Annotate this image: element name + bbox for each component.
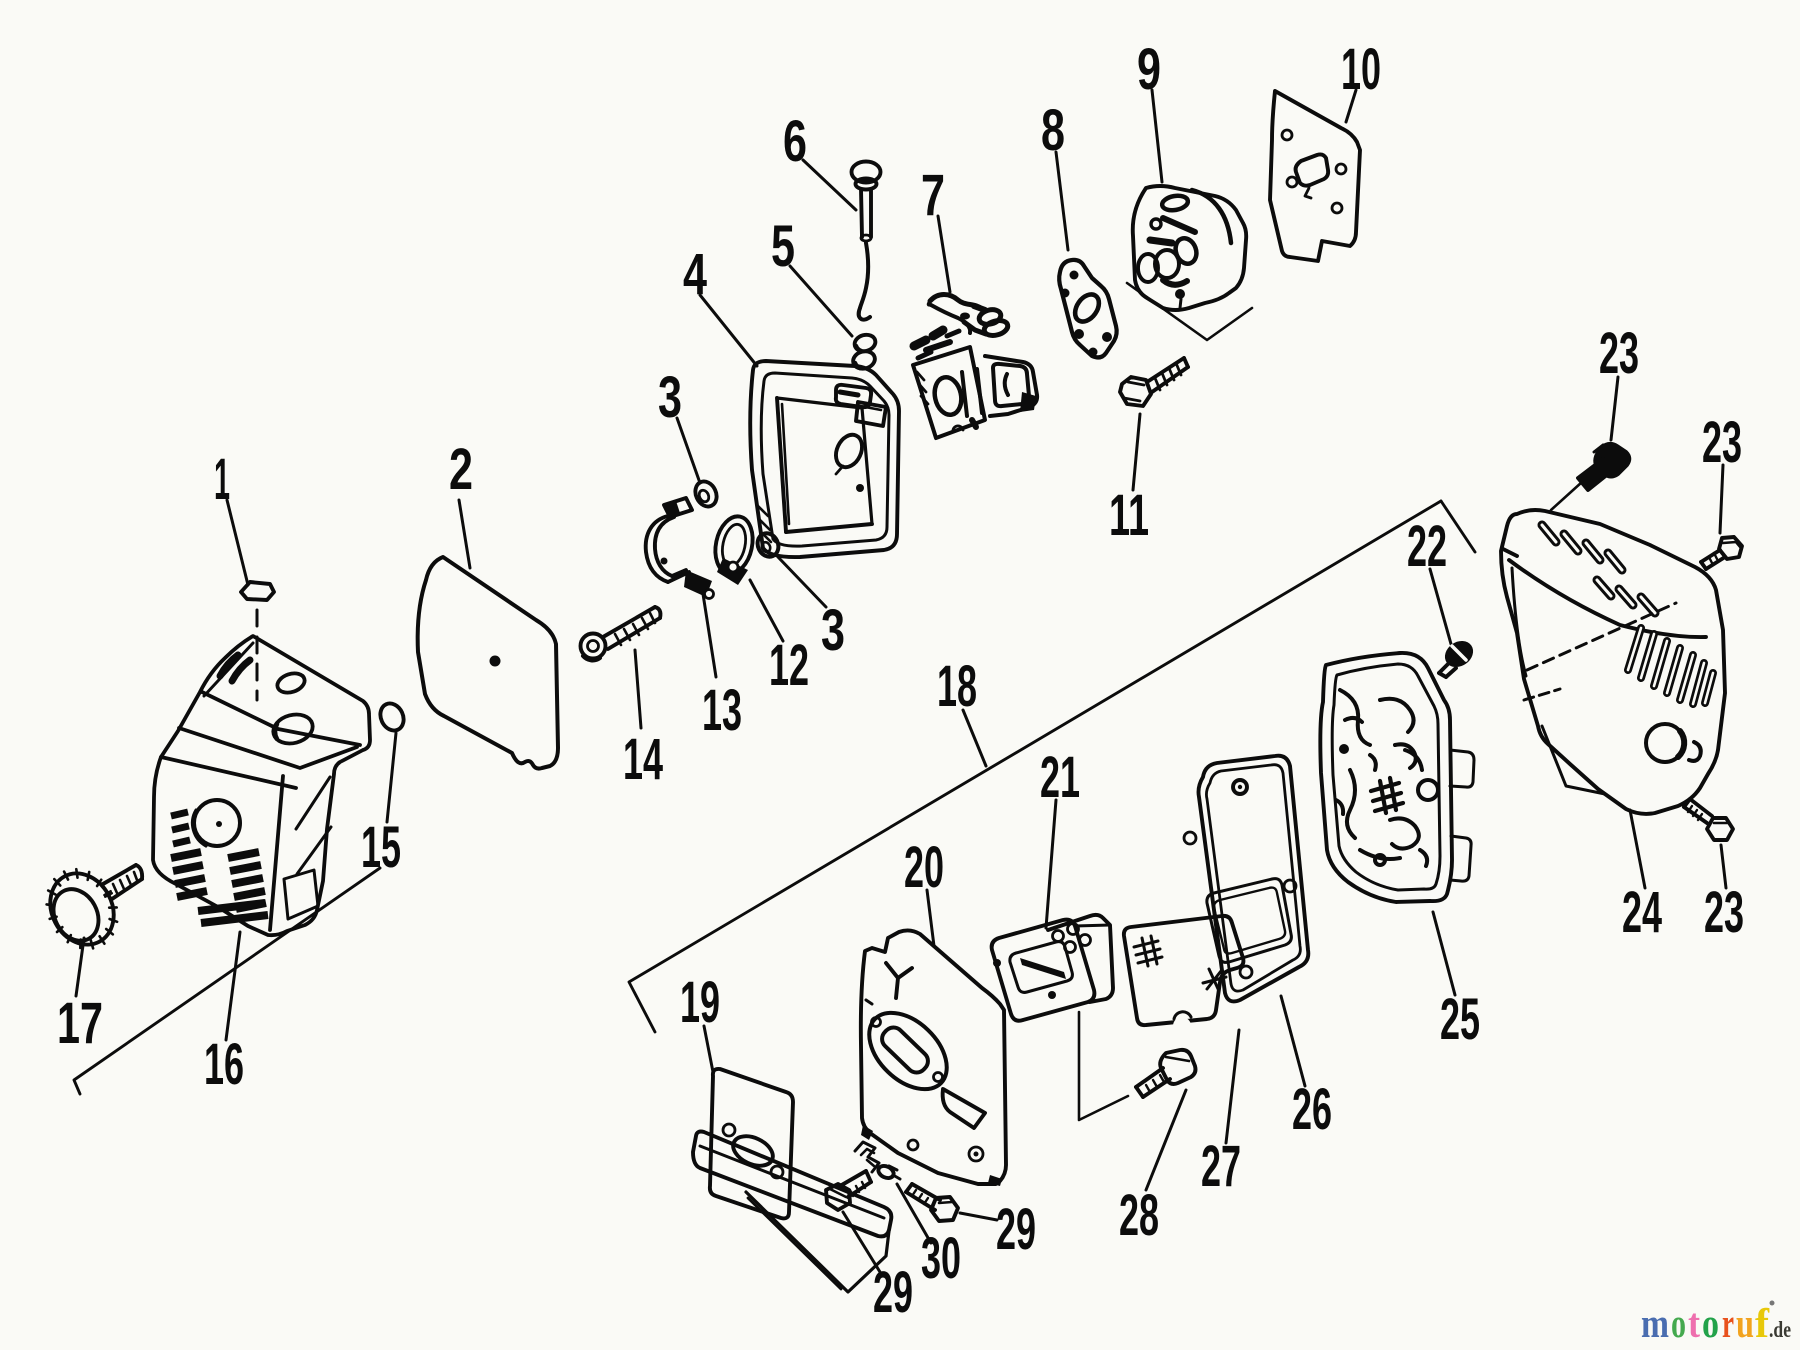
svg-text:12: 12 — [769, 633, 809, 698]
svg-text:8: 8 — [1041, 98, 1065, 163]
svg-text:r: r — [1722, 1300, 1734, 1346]
svg-text:m: m — [1641, 1300, 1669, 1346]
svg-text:25: 25 — [1440, 987, 1480, 1052]
svg-text:23: 23 — [1704, 880, 1744, 945]
svg-text:17: 17 — [57, 991, 103, 1056]
svg-text:20: 20 — [904, 835, 944, 900]
svg-text:o: o — [1702, 1300, 1719, 1346]
svg-text:18: 18 — [937, 654, 977, 719]
svg-text:15: 15 — [361, 815, 401, 880]
svg-text:3: 3 — [658, 365, 682, 430]
svg-text:16: 16 — [204, 1032, 244, 1097]
svg-text:2: 2 — [449, 437, 473, 502]
svg-text:u: u — [1736, 1300, 1754, 1346]
svg-text:13: 13 — [702, 678, 742, 743]
svg-text:11: 11 — [1109, 483, 1149, 548]
svg-text:7: 7 — [921, 163, 945, 228]
svg-text:4: 4 — [683, 242, 707, 307]
svg-text:f: f — [1755, 1300, 1770, 1346]
svg-text:t: t — [1688, 1300, 1700, 1346]
svg-text:o: o — [1671, 1300, 1686, 1346]
svg-text:23: 23 — [1702, 410, 1742, 475]
svg-text:10: 10 — [1341, 37, 1381, 102]
svg-text:29: 29 — [873, 1260, 913, 1325]
svg-text:30: 30 — [921, 1226, 961, 1291]
svg-text:5: 5 — [771, 214, 795, 279]
svg-text:29: 29 — [996, 1197, 1036, 1262]
svg-text:14: 14 — [623, 727, 663, 792]
svg-text:23: 23 — [1599, 321, 1639, 386]
svg-text:19: 19 — [680, 970, 720, 1035]
svg-text:.de: .de — [1769, 1317, 1791, 1342]
svg-text:24: 24 — [1622, 880, 1662, 945]
svg-text:3: 3 — [821, 598, 845, 663]
svg-text:6: 6 — [783, 109, 807, 174]
svg-text:21: 21 — [1040, 745, 1080, 810]
svg-text:27: 27 — [1201, 1134, 1241, 1199]
svg-text:22: 22 — [1407, 514, 1447, 579]
svg-text:9: 9 — [1137, 37, 1161, 102]
svg-text:1: 1 — [214, 447, 230, 512]
svg-text:26: 26 — [1292, 1077, 1332, 1142]
svg-text:28: 28 — [1119, 1183, 1159, 1248]
